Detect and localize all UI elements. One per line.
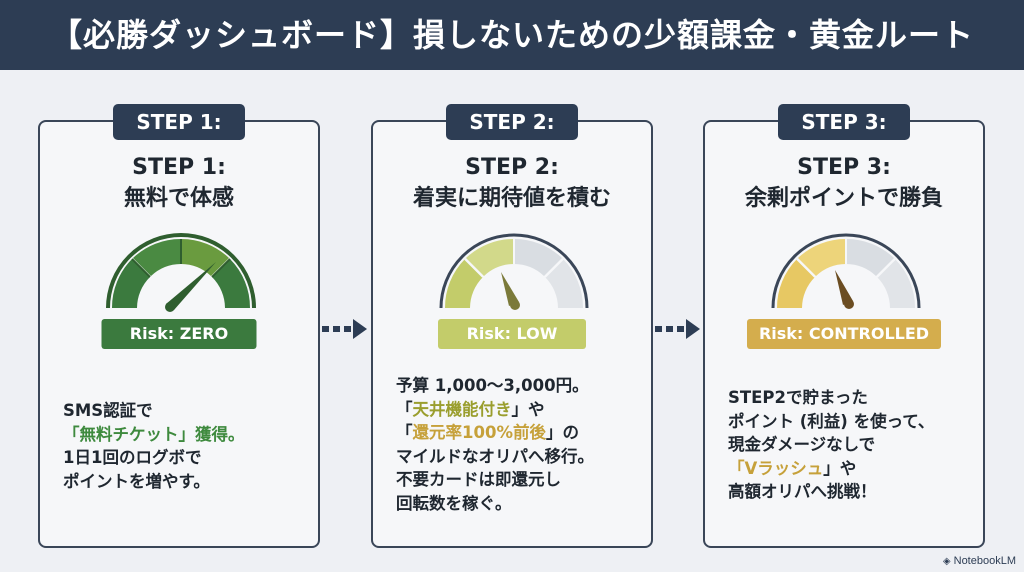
step-2-panel: STEP 2: STEP 2: 着実に期待値を積む Risk: LOW 予算 1…	[371, 104, 653, 548]
page-title: 【必勝ダッシュボード】損しないための少額課金・黄金ルート	[49, 16, 974, 54]
step-1-panel: STEP 1: STEP 1: 無料で体感 Risk: ZERO SMS認証で …	[38, 104, 320, 548]
gauge-seg-3	[181, 238, 229, 276]
step-3-title-line2: 余剰ポイントで勝負	[744, 186, 943, 211]
gauge-needle	[501, 272, 519, 306]
gauge-seg-4	[212, 259, 251, 308]
risk-badge: Risk: ZERO	[101, 319, 257, 349]
risk-badge: Risk: LOW	[438, 319, 586, 349]
step-1-title-line1: STEP 1:	[132, 155, 226, 180]
step-2-title-line1: STEP 2:	[465, 155, 559, 180]
step-3-description: STEP2で貯まった ポイント (利益) を使って、 現金ダメージなしで 「Vラ…	[728, 388, 935, 501]
step-3-title-line1: STEP 3:	[797, 155, 891, 180]
step-1-tab: STEP 1:	[113, 104, 245, 140]
gauge-seg-3	[514, 238, 562, 276]
gauge-needle	[835, 270, 853, 305]
gauge-seg-2	[133, 238, 181, 276]
gauge-needle	[166, 262, 216, 310]
step-3-tab: STEP 3:	[778, 104, 910, 140]
step-3-title: STEP 3: 余剰ポイントで勝負	[705, 152, 983, 214]
gauge-seg-4	[545, 259, 584, 308]
risk-badge: Risk: CONTROLLED	[747, 319, 941, 349]
gauge-outer-ring	[439, 233, 589, 309]
dashed-arrow-icon	[655, 319, 700, 339]
step-1-description: SMS認証で 「無料チケット」獲得。 1日1回のログボで ポイントを増やす。	[63, 401, 245, 491]
gauge-icon	[771, 233, 921, 309]
step-2-description: 予算 1,000〜3,000円。 「天井機能付き」や 「還元率100%前後」の …	[396, 376, 594, 513]
gauge-icon	[106, 233, 256, 312]
gauge-seg-4	[877, 259, 916, 308]
gauge-seg-1	[111, 259, 150, 308]
dashed-arrow-icon	[322, 319, 367, 339]
step-2-tab: STEP 2:	[446, 104, 578, 140]
gauge-icon	[439, 233, 589, 310]
gauge-seg-2	[798, 238, 846, 276]
gauge-outer-ring	[771, 233, 921, 309]
step-1-title: STEP 1: 無料で体感	[40, 152, 318, 214]
gauge-seg-1	[444, 259, 483, 308]
step-2-title: STEP 2: 着実に期待値を積む	[373, 152, 651, 214]
gauge-seg-1	[776, 259, 815, 308]
step-2-title-line2: 着実に期待値を積む	[412, 186, 611, 211]
step-3-panel: STEP 3: STEP 3: 余剰ポイントで勝負 Risk: CONTROLL…	[703, 104, 985, 548]
gauge-outer-ring	[106, 233, 256, 309]
gauge-seg-2	[466, 238, 514, 276]
step-1-title-line2: 無料で体感	[123, 186, 234, 211]
notebook-icon: ◈	[942, 556, 951, 567]
header-bar: 【必勝ダッシュボード】損しないための少額課金・黄金ルート	[0, 0, 1024, 70]
gauge-seg-3	[846, 238, 894, 276]
credit-label: ◈NotebookLM	[942, 555, 1016, 567]
